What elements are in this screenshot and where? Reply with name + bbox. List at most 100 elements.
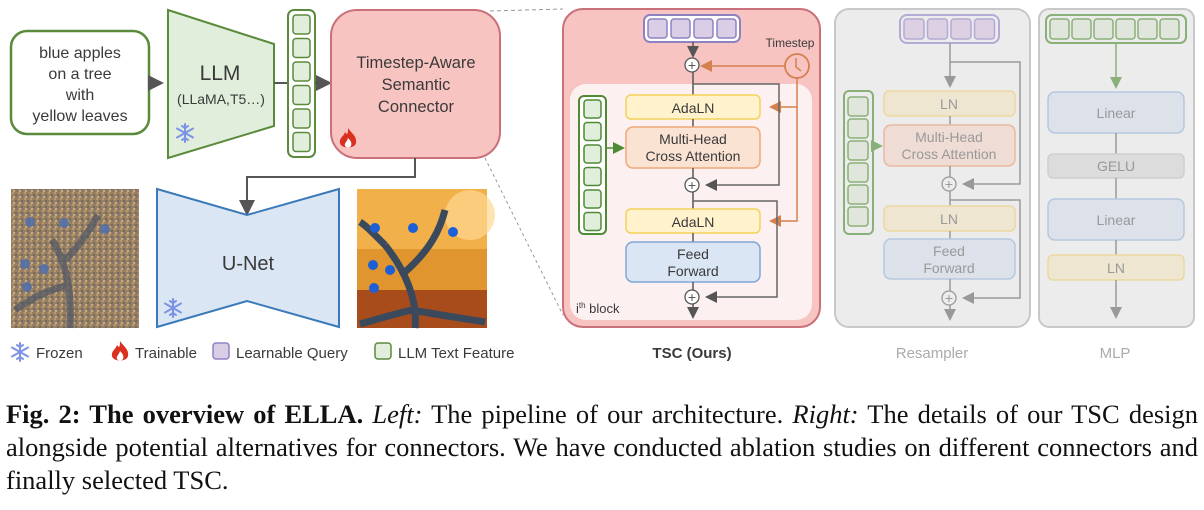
legend: Frozen Trainable Learnable Query LLM Tex… [11,341,514,362]
linear-block-2: Linear [1047,198,1185,241]
ln-block-2: LN [883,205,1016,232]
token-cell [693,18,714,39]
token-cell [847,96,869,117]
unet-label: U-Net [222,253,275,275]
token-cell [292,37,311,59]
ln-block: LN [1047,254,1185,281]
token-cell [1159,18,1180,40]
token-cell [1093,18,1114,40]
residual-arrow [693,200,778,303]
token-cell [583,166,602,187]
prompt-line: with [65,87,94,104]
block-label: Cross Attention [902,146,997,162]
block-label: Feed [933,243,965,259]
svg-text:+: + [688,289,696,305]
add-node [684,289,700,305]
block-label: Forward [923,260,974,276]
residual-arrow [693,83,780,191]
residual-arrow [950,199,1021,304]
block-label: LN [940,211,958,227]
token-cell [292,14,311,35]
block-label: LN [1107,260,1125,276]
svg-text:+: + [945,176,953,192]
caption-left-label: Left: [372,399,423,429]
block-label: Multi-Head [915,129,983,145]
adaln-block-2: AdaLN [625,208,761,234]
caption-fig-number: Fig. 2: [6,399,81,429]
llm-subtitle: (LLaMA,T5…) [177,91,265,107]
add-node [941,290,957,306]
legend-item-trainable: Trainable [111,341,197,362]
token-cell [292,131,311,153]
token-cell [847,118,869,139]
block-label: Feed [677,246,709,262]
token-cell [1071,18,1092,40]
arrow-connector-to-unet [239,158,416,216]
block-label: Linear [1097,212,1136,228]
linear-block-1: Linear [1047,91,1185,134]
caption-right-label: Right: [792,399,859,429]
token-cell [292,61,311,82]
figure-caption: Fig. 2: The overview of ELLA. Left: The … [6,398,1198,497]
svg-text:+: + [688,57,696,73]
feed-forward-block: Feed Forward [883,238,1016,280]
cross-attention-block: Multi-Head Cross Attention [625,126,761,169]
add-node [684,177,700,193]
token-cell [847,184,869,205]
block-label: GELU [1097,158,1135,174]
token-cell [583,144,602,164]
svg-text:+: + [688,177,696,193]
token-cell [847,206,869,227]
unet-block: U-Net [156,187,340,329]
flame-icon [111,341,129,361]
token-cell [1137,18,1158,40]
mlp-title: MLP [1100,345,1131,362]
add-node [941,176,957,192]
ln-block-1: LN [883,90,1016,117]
timestep-aware-semantic-connector: Timestep-Aware Semantic Connector [330,9,501,159]
prompt-line: on a tree [48,66,111,83]
tsc-panel: + Timestep AdaLN Multi-Head Cross Attent… [562,8,821,328]
token-cell [583,211,602,232]
caption-right-text: The details of our TSC design alongside … [6,399,1199,495]
connector-label: Timestep-Aware [356,54,475,72]
legend-item-learnable-query: Learnable Query [212,342,348,362]
prompt-box: blue apples on a tree with yellow leaves [9,29,151,136]
feed-forward-block: Feed Forward [625,241,761,283]
llm-title: LLM [200,62,241,85]
adaln-block-1: AdaLN [625,94,761,120]
block-label: Forward [667,263,718,279]
tsc-title: TSC (Ours) [652,345,731,362]
token-cell [847,162,869,183]
token-cell [670,18,691,39]
caption-title: The overview of ELLA. [80,399,364,429]
token-cell [926,18,949,40]
svg-text:+: + [945,290,953,306]
legend-item-llm-text-feature: LLM Text Feature [374,342,514,362]
timestep-arrow [769,78,798,227]
token-cell [292,84,311,106]
block-index-label: ith block [576,301,620,316]
block-label: Multi-Head [659,131,727,147]
caption-left-text: The pipeline of our architecture. [422,399,784,429]
token-cell [583,99,602,119]
architecture-diagram: blue apples on a tree with yellow leaves… [9,8,1195,362]
generated-image [357,189,495,329]
snowflake-icon [11,342,29,362]
noisy-image [11,189,139,329]
gelu-block: GELU [1047,153,1185,179]
block-label: Cross Attention [646,148,741,164]
token-cell [847,140,869,161]
block-label: AdaLN [672,100,715,116]
mlp-panel: Linear GELU Linear LN [1038,8,1195,328]
token-cell [903,18,925,40]
connector-label: Semantic [382,76,451,94]
block-label: AdaLN [672,214,715,230]
purple-square-icon [212,342,230,360]
token-cell [950,18,972,40]
token-cell [647,18,668,39]
token-cell [1049,18,1070,40]
token-cell [1115,18,1136,40]
connector-label: Connector [378,98,455,116]
block-label: Linear [1097,105,1136,121]
